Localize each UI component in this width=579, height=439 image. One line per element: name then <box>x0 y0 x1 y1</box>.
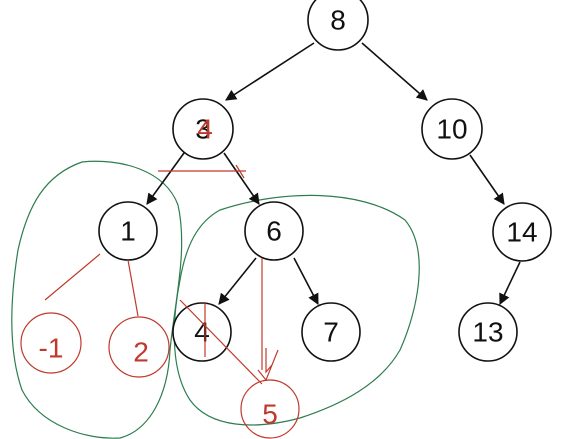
node-1: 1 <box>98 201 158 261</box>
edge-6-4 <box>218 257 257 305</box>
edge-3-6 <box>223 152 260 205</box>
node-13: 13 <box>458 302 518 362</box>
edge-8-3 <box>225 42 315 101</box>
svg-text:4: 4 <box>194 317 210 348</box>
node-3: 3 <box>172 98 234 160</box>
overwrite-digit: 4 <box>197 114 213 145</box>
node-6: 6 <box>244 201 304 261</box>
svg-text:2: 2 <box>133 337 149 368</box>
left-subtree-outline <box>11 160 183 439</box>
svg-text:10: 10 <box>436 114 467 145</box>
edge-3-1 <box>146 152 185 205</box>
edge-10-14 <box>469 154 505 205</box>
red-edge-1-2 <box>127 259 139 317</box>
right-subtree-outline <box>173 194 420 426</box>
svg-text:3: 3 <box>195 114 211 145</box>
red-edge-1-neg1 <box>44 253 101 301</box>
new-node-2: 2 <box>108 316 170 378</box>
svg-text:14: 14 <box>506 217 537 248</box>
node-7: 7 <box>301 302 361 362</box>
svg-text:8: 8 <box>330 5 346 36</box>
red-strike-under-3-b <box>235 164 245 179</box>
node-14: 14 <box>492 202 552 262</box>
svg-text:-1: -1 <box>39 333 64 364</box>
node-4: 4 <box>172 302 232 362</box>
node-10: 10 <box>421 98 483 160</box>
svg-text:13: 13 <box>472 317 503 348</box>
node-8: 8 <box>307 0 369 51</box>
svg-text:5: 5 <box>262 399 278 430</box>
new-node-5: 5 <box>240 379 300 439</box>
new-node-neg1: -1 <box>20 312 82 374</box>
svg-text:6: 6 <box>266 216 282 247</box>
edge-6-7 <box>293 257 319 305</box>
red-edge-4-5 <box>179 299 263 385</box>
edge-8-10 <box>361 42 428 101</box>
svg-text:1: 1 <box>120 216 136 247</box>
edge-14-13 <box>499 261 521 306</box>
red-scribble-near-5 <box>257 348 279 382</box>
svg-text:7: 7 <box>323 317 339 348</box>
